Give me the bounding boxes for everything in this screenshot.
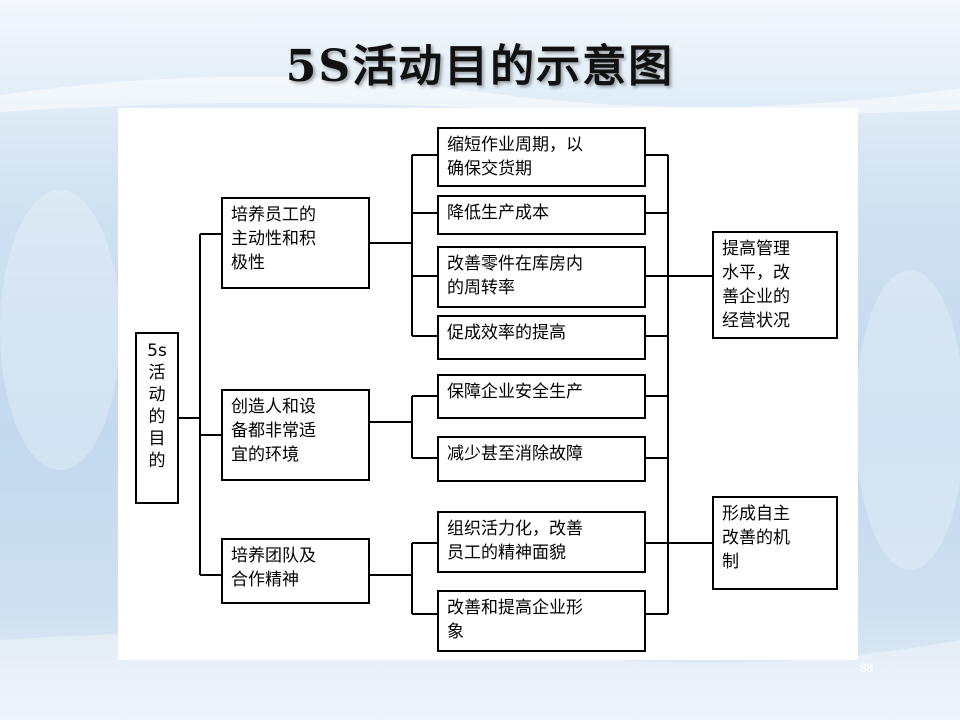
outcome-node-management-level: 提高管理 水平，改 善企业的 经营状况: [712, 231, 838, 339]
root-node-5s-purpose: 5s 活 动 的 目 的: [135, 332, 179, 504]
category-node-environment: 创造人和设 备都非常适 宜的环境: [221, 389, 370, 481]
category-node-employee-initiative: 培养员工的 主动性和积 极性: [221, 197, 370, 289]
category-node-teamwork: 培养团队及 合作精神: [221, 538, 370, 604]
item-node-reduce-cost: 降低生产成本: [437, 195, 646, 235]
slide-title: 5S活动目的示意图: [285, 41, 675, 92]
item-node-parts-turnover: 改善零件在库房内 的周转率: [437, 246, 646, 308]
item-node-reduce-faults: 减少甚至消除故障: [437, 436, 646, 482]
page-number: 88: [860, 661, 874, 675]
item-node-efficiency: 促成效率的提高: [437, 315, 646, 360]
item-node-shorten-cycle: 缩短作业周期，以 确保交货期: [437, 127, 646, 187]
outcome-node-self-improvement: 形成自主 改善的机 制: [712, 496, 838, 590]
item-node-company-image: 改善和提高企业形 象: [437, 590, 646, 652]
item-node-organization-vitality: 组织活力化，改善 员工的精神面貌: [437, 511, 646, 573]
item-node-safety: 保障企业安全生产: [437, 374, 646, 419]
